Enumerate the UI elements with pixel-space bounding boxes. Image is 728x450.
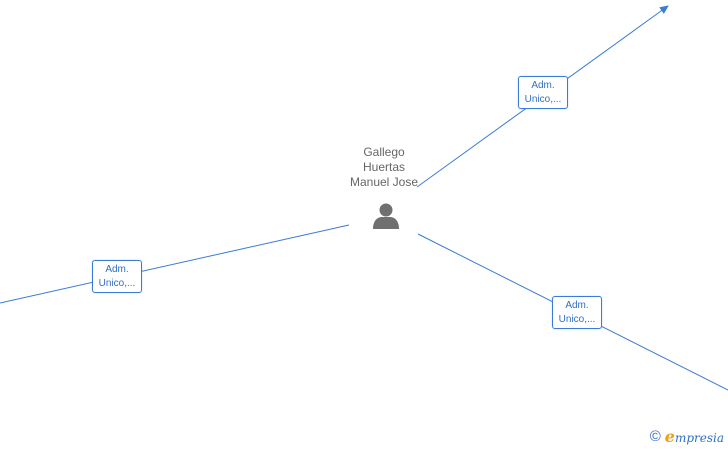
relation-role-line: Adm. <box>531 80 555 91</box>
brand-logo: empresia <box>665 427 724 446</box>
relation-label-bottom-right[interactable]: Adm. Unico,... <box>552 296 602 329</box>
relation-role-line: Adm. <box>105 264 129 275</box>
brand-initial: e <box>664 427 675 446</box>
relation-role-line: Unico,... <box>558 314 596 325</box>
relation-role-line: Adm. <box>565 300 589 311</box>
copyright-icon: © <box>649 428 661 445</box>
person-name-line: Gallego <box>363 145 405 159</box>
relation-label-left[interactable]: Adm. Unico,... <box>92 260 142 293</box>
person-name-line: Huertas <box>362 160 406 174</box>
edge-left <box>0 224 350 304</box>
watermark: © empresia <box>650 427 724 446</box>
person-name-line: Manuel Jose <box>349 175 419 189</box>
brand-rest: mpresia <box>674 431 724 445</box>
relation-role-line: Unico,... <box>98 278 136 289</box>
relation-role-line: Unico,... <box>524 94 562 105</box>
person-icon[interactable] <box>371 201 401 231</box>
person-name[interactable]: Gallego Huertas Manuel Jose <box>334 145 434 190</box>
relation-label-top-right[interactable]: Adm. Unico,... <box>518 76 568 109</box>
